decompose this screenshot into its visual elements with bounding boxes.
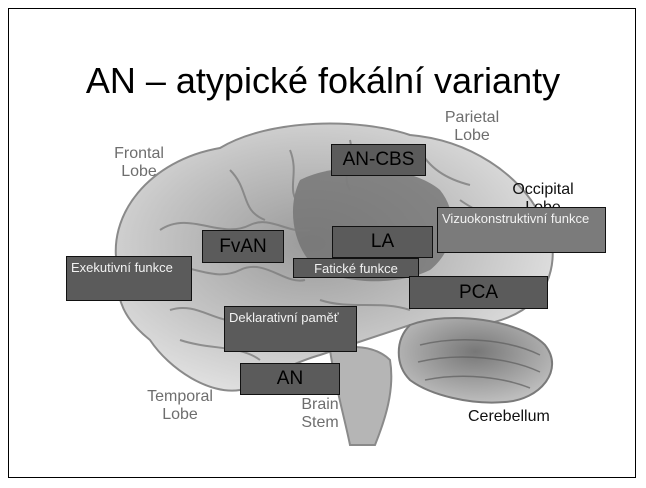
temporal-lobe-label: Temporal Lobe <box>140 388 220 424</box>
box-an: AN <box>240 363 340 395</box>
box-deklarativni: Deklarativní paměť <box>224 306 357 352</box>
box-exekutivni: Exekutivní funkce <box>66 256 192 301</box>
box-vizuokonstruktivni: Vizuokonstruktivní funkce <box>437 207 606 253</box>
box-faticke: Fatické funkce <box>293 258 419 278</box>
frontal-lobe-label: Frontal Lobe <box>104 145 174 181</box>
box-an-cbs: AN-CBS <box>331 144 426 176</box>
parietal-lobe-label: Parietal Lobe <box>437 109 507 145</box>
cerebellum-shape <box>399 318 552 403</box>
slide-title: AN – atypické fokální varianty <box>0 60 646 102</box>
box-fvan: FvAN <box>202 230 284 263</box>
box-la: LA <box>332 226 433 258</box>
box-pca: PCA <box>409 276 548 309</box>
brain-stem-label: Brain Stem <box>290 396 350 432</box>
cerebellum-label: Cerebellum <box>468 408 588 426</box>
